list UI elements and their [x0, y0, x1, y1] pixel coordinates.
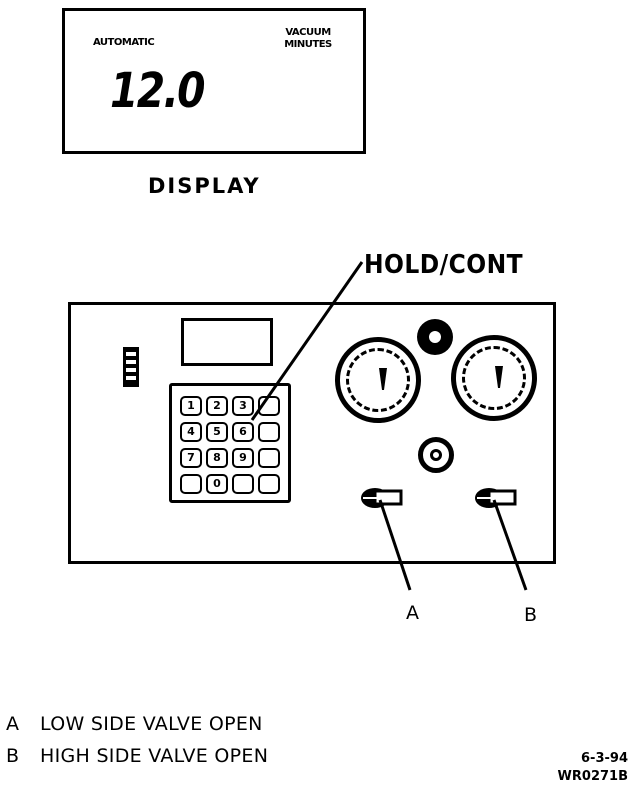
legend-row-a: A LOW SIDE VALVE OPEN	[6, 708, 268, 740]
display-unit-line2: MINUTES	[284, 39, 332, 50]
power-switch[interactable]	[123, 347, 139, 387]
low-gauge-needle-icon	[379, 368, 387, 390]
hold-cont-key[interactable]	[258, 422, 280, 442]
display-screen: AUTOMATIC VACUUM MINUTES 12.0	[62, 8, 366, 154]
low-side-gauge	[335, 337, 421, 423]
legend-row-b: B HIGH SIDE VALVE OPEN	[6, 740, 268, 772]
key-4[interactable]: 4	[180, 422, 202, 442]
key-blank-4[interactable]	[232, 474, 254, 494]
high-side-gauge	[451, 335, 537, 421]
legend-letter-a: A	[6, 713, 20, 735]
display-unit-line1: VACUUM	[285, 27, 331, 38]
legend: A LOW SIDE VALVE OPEN B HIGH SIDE VALVE OP…	[6, 708, 268, 772]
key-1[interactable]: 1	[180, 396, 202, 416]
legend-text-a: LOW SIDE VALVE OPEN	[40, 713, 263, 735]
callout-a-leader-line	[378, 499, 412, 591]
legend-letter-b: B	[6, 745, 20, 767]
reference-date: 6-3-94	[581, 751, 628, 766]
display-unit-label: VACUUM MINUTES	[273, 27, 343, 51]
callout-a-label: A	[406, 602, 419, 624]
key-blank-3[interactable]	[180, 474, 202, 494]
key-3[interactable]: 3	[232, 396, 254, 416]
legend-text-b: HIGH SIDE VALVE OPEN	[40, 745, 269, 767]
key-7[interactable]: 7	[180, 448, 202, 468]
callout-b-leader-line	[492, 499, 528, 591]
key-8[interactable]: 8	[206, 448, 228, 468]
reference-code: 6-3-94 WR0271B	[558, 750, 628, 786]
key-0[interactable]: 0	[206, 474, 228, 494]
key-2[interactable]: 2	[206, 396, 228, 416]
top-knob[interactable]	[417, 319, 453, 355]
hold-cont-leader-line	[250, 261, 364, 421]
callout-b-label: B	[524, 604, 538, 626]
key-9[interactable]: 9	[232, 448, 254, 468]
control-panel: 1 2 3 4 5 6 7 8 9 0	[68, 302, 556, 564]
key-6[interactable]: 6	[232, 422, 254, 442]
key-blank-2[interactable]	[258, 448, 280, 468]
hold-cont-label: HOLD/CONT	[364, 250, 524, 280]
key-blank-5[interactable]	[258, 474, 280, 494]
high-gauge-needle-icon	[495, 366, 503, 388]
panel-display-window	[181, 318, 273, 366]
display-caption: DISPLAY	[148, 174, 261, 198]
reference-id: WR0271B	[557, 769, 628, 784]
center-knob[interactable]	[418, 437, 454, 473]
display-value: 12.0	[110, 63, 206, 119]
key-5[interactable]: 5	[206, 422, 228, 442]
display-mode-label: AUTOMATIC	[93, 37, 155, 48]
